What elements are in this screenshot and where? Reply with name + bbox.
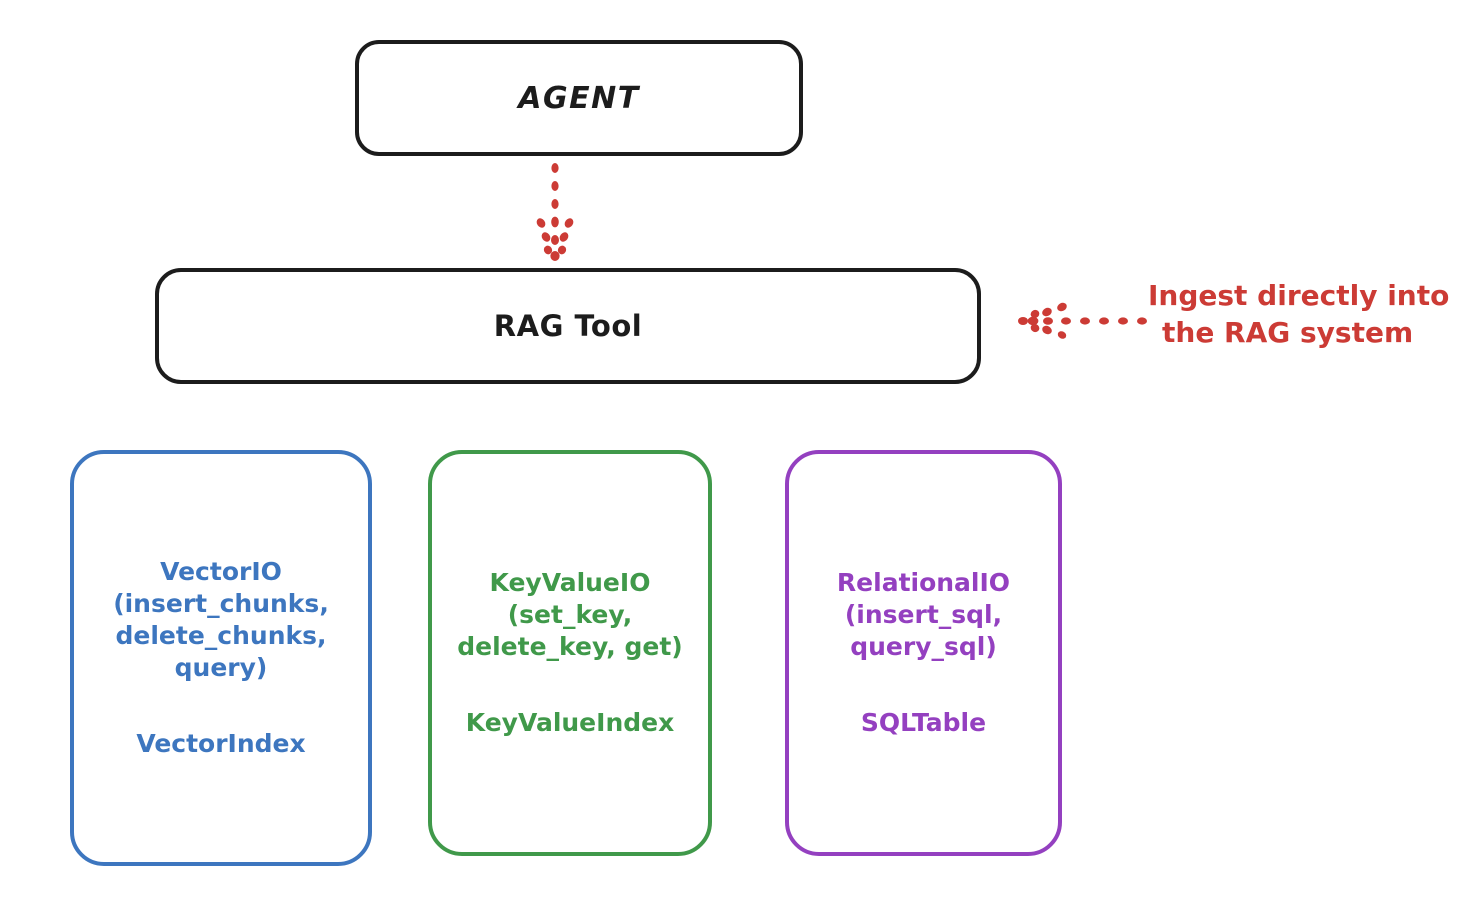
- rag-tool-node-label: RAG Tool: [493, 309, 643, 343]
- key-value-io-api-line: KeyValueIO: [489, 568, 651, 597]
- key-value-io-api-label: KeyValueIO (set_key, delete_key, get): [457, 567, 682, 663]
- agent-to-rag-tool-arrow: [536, 163, 574, 261]
- relational-io-node[interactable]: RelationalIO (insert_sql, query_sql) SQL…: [785, 450, 1062, 856]
- vector-io-node[interactable]: VectorIO (insert_chunks, delete_chunks, …: [70, 450, 372, 866]
- key-value-io-api-line: (set_key,: [507, 600, 633, 629]
- rag-tool-node[interactable]: RAG Tool: [155, 268, 981, 384]
- relational-io-api-label: RelationalIO (insert_sql, query_sql): [837, 567, 1010, 663]
- relational-io-index-label: SQLTable: [860, 708, 987, 737]
- vector-io-api-line: (insert_chunks,: [113, 589, 329, 618]
- ingest-annotation: Ingest directly into the RAG system: [1148, 278, 1478, 352]
- relational-io-api-line: query_sql): [850, 632, 997, 661]
- key-value-io-index-label: KeyValueIndex: [465, 708, 675, 737]
- vector-io-api-line: query): [174, 653, 268, 682]
- relational-io-api-line: (insert_sql,: [844, 600, 1003, 629]
- vector-io-api-label: VectorIO (insert_chunks, delete_chunks, …: [113, 556, 329, 684]
- relational-io-api-line: RelationalIO: [836, 568, 1011, 597]
- ingest-into-rag-system-arrow: [1018, 302, 1147, 339]
- agent-node-label: AGENT: [518, 80, 640, 116]
- vector-io-api-line: VectorIO: [160, 557, 282, 586]
- agent-node[interactable]: AGENT: [355, 40, 803, 156]
- ingest-annotation-line-1: Ingest directly into: [1148, 279, 1450, 312]
- key-value-io-api-line: delete_key, get): [457, 632, 683, 661]
- vector-io-index-label: VectorIndex: [136, 729, 306, 758]
- key-value-io-node[interactable]: KeyValueIO (set_key, delete_key, get) Ke…: [428, 450, 712, 856]
- ingest-annotation-line-2: the RAG system: [1162, 315, 1414, 349]
- vector-io-api-line: delete_chunks,: [115, 621, 327, 650]
